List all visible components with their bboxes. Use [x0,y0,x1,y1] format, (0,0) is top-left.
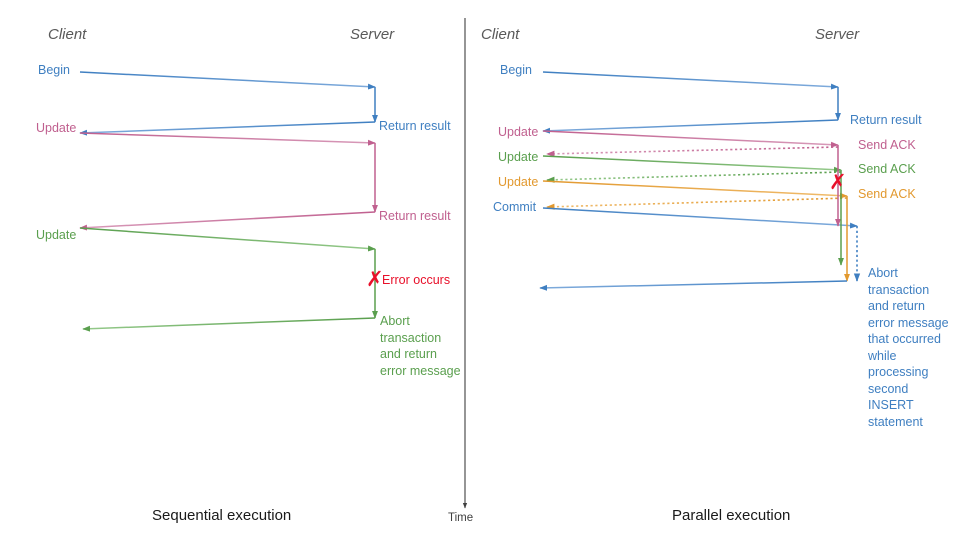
sequential-label-return-result-1: Return result [379,119,451,133]
parallel-label-update-1: Update [498,125,539,139]
sequential-msg-update-1 [79,132,376,146]
sequential-msg-return-result-1 [79,121,376,136]
parallel-label-send-ack-3: Send ACK [858,187,916,201]
parallel-msg-update-2 [542,155,842,173]
time-axis-label: Time [448,512,474,524]
sequential-label-update-1: Update [36,121,77,135]
sequential-error-x-icon: ✗ [366,268,384,291]
sequential-client-header: Client [48,26,87,43]
sequential-msg-update-2 [79,227,376,252]
parallel-label-commit: Commit [493,200,537,214]
parallel-msg-begin [542,71,839,90]
parallel-msg-update-1 [542,130,839,148]
parallel-server-header: Server [815,26,860,43]
parallel-msg-return-result [542,119,839,134]
parallel-label-update-2: Update [498,150,539,164]
sequential-msg-return-result-2 [79,211,376,231]
parallel-msg-abort-return [539,280,848,291]
parallel-label-update-3: Update [498,175,539,189]
message-arrows-group [79,71,861,332]
parallel-msg-send-ack-2 [546,171,842,183]
parallel-msg-send-ack-3 [546,197,848,210]
parallel-msg-update-3 [542,180,848,199]
parallel-abort-note: Abort transaction and return error messa… [868,266,949,429]
sequential-label-return-result-2: Return result [379,209,451,223]
parallel-label-return-result: Return result [850,113,922,127]
sequential-abort-note: Abort transaction and return error messa… [380,314,461,378]
parallel-client-header: Client [481,26,520,43]
sequential-label-update-2: Update [36,228,77,242]
sequential-msg-begin [79,71,376,90]
parallel-caption: Parallel execution [672,507,791,524]
sequential-msg-abort-return [82,317,376,332]
sequential-error-label: Error occurs [382,273,451,287]
sequential-server-header: Server [350,26,395,43]
sequential-caption: Sequential execution [152,507,292,524]
sequential-label-begin: Begin [38,63,70,77]
parallel-error-x-icon: ✗ [829,171,847,194]
parallel-msg-commit [542,207,858,229]
parallel-label-begin: Begin [500,63,532,77]
parallel-label-send-ack-2: Send ACK [858,162,916,176]
parallel-label-send-ack-1: Send ACK [858,138,916,152]
parallel-msg-send-ack-1 [546,146,839,157]
